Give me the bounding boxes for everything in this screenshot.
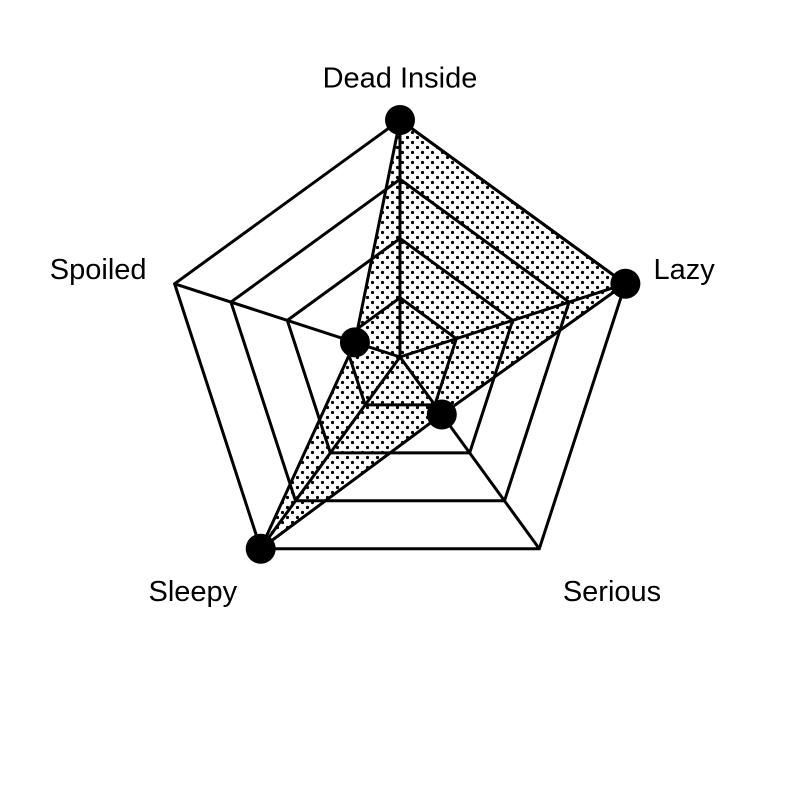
data-point-serious [426,399,457,430]
data-layer [259,117,628,550]
axis-label-dead-inside: Dead Inside [323,63,478,95]
data-point-sleepy [245,533,276,564]
axis-label-lazy: Lazy [653,254,715,286]
axis-spoke-serious [398,356,541,550]
data-point-spoiled [339,327,370,358]
grid-ring-4 [172,118,628,551]
axis-label-sleepy: Sleepy [149,576,238,608]
axis-spoke-sleepy [259,356,402,550]
marker-layer [245,105,641,564]
grid-layer [172,118,628,551]
data-point-lazy [610,268,641,299]
data-area-series-1 [259,117,628,550]
data-point-dead-inside [385,105,415,135]
grid-ring-2 [285,236,515,455]
axis-label-serious: Serious [563,576,661,608]
axis-label-spoiled: Spoiled [50,254,147,286]
axis-spoke-lazy [399,282,626,359]
grid-ring-3 [229,177,571,503]
